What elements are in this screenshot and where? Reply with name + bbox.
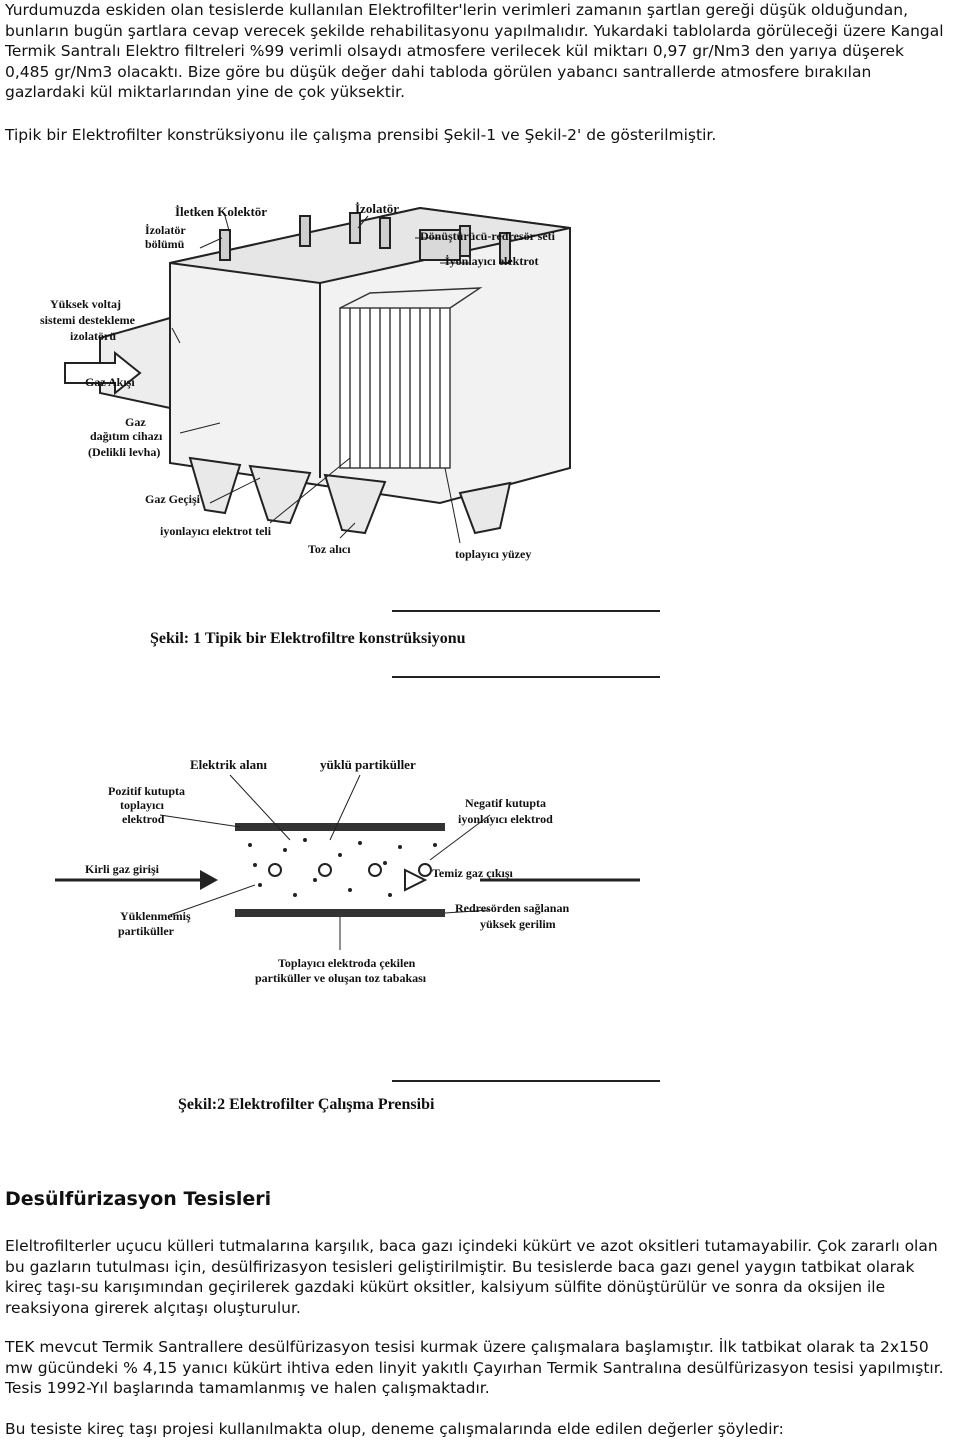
label-negatif-2: iyonlayıcı elektrod [458,812,553,826]
figure-2-caption: Şekil:2 Elektrofilter Çalışma Prensibi [178,1096,435,1113]
label-gaz-gecisi: Gaz Geçişi [145,492,201,506]
label-yuksek-1: Yüksek voltaj [50,297,121,311]
label-pozitif-2: toplayıcı [120,798,165,812]
label-gaz-dagitim-2: dağıtım cihazı [90,429,163,443]
label-toplayici-yuzey: toplayıcı yüzey [455,547,531,561]
collector-plate-bottom [235,909,445,917]
label-iyonlayici: İyonlayıcı elektrot [445,254,538,268]
label-izolator-bolumu-2: bölümü [145,237,185,251]
section-paragraph-3: Bu tesiste kireç taşı projesi kullanılma… [5,1420,784,1438]
section-heading: Desülfürizasyon Tesisleri [5,1188,272,1210]
label-pozitif-3: elektrod [122,812,165,826]
figure-2-working-principle: Elektrik alanı yüklü partiküller Pozitif… [55,757,640,985]
figure-1-electrofilter-construction: İletken Kolektör İzolatör İzolatör bölüm… [40,201,571,561]
label-negatif-1: Negatif kutupta [465,796,546,810]
label-yuksek-3: izolatörü [70,329,116,343]
section-paragraph-1: Eleltrofilterler uçucu külleri tutmaları… [5,1237,938,1317]
figure-2-top-rule [392,1080,660,1082]
figure-1-caption: Şekil: 1 Tipik bir Elektrofiltre konstrü… [150,630,466,647]
label-iyon-teli: iyonlayıcı elektrot teli [160,524,272,538]
inlet-arrow-icon [200,870,218,890]
intro-paragraph-2: Tipik bir Elektrofilter konstrüksiyonu i… [5,126,717,144]
label-yuklenmemis-1: Yüklenmemiş [120,909,191,923]
label-yuklu-partikuller: yüklü partiküller [320,757,416,772]
label-redresor-2: yüksek gerilim [480,917,556,931]
label-iletken-kolektor: İletken Kolektör [175,204,267,219]
label-toplayici-2: partiküller ve oluşan toz tabakası [255,971,427,985]
figure-1-bottom-rule [392,676,660,678]
label-pozitif-1: Pozitif kutupta [108,784,185,798]
label-toz-alici: Toz alıcı [308,542,351,556]
label-yuksek-2: sistemi destekleme [40,313,136,327]
label-temiz-gaz: Temiz gaz çıkışı [432,866,514,880]
label-elektrik-alani: Elektrik alanı [190,757,267,772]
ionizing-electrodes [268,863,432,877]
label-gaz-dagitim-1: Gaz [125,415,146,429]
label-yuklenmemis-2: partiküller [118,924,175,938]
label-redresor-1: Redresörden sağlanan [455,901,569,915]
section-paragraph-2: TEK mevcut Termik Santrallere desülfüriz… [5,1338,944,1397]
label-toplayici-1: Toplayıcı elektroda çekilen [278,956,416,970]
label-izolator: İzolatör [355,201,399,216]
label-gaz-akisi: Gaz Akışı [85,375,135,389]
label-kirli-gaz: Kirli gaz girişi [85,862,160,876]
label-donusturucu: Dönüştürücü-redresör seti [420,229,556,243]
figure-1-top-rule [392,610,660,612]
label-gaz-dagitim-3: (Delikli levha) [88,445,160,459]
label-izolator-bolumu-1: İzolatör [145,223,186,237]
intro-paragraph-1: Yurdumuzda eskiden olan tesislerde kulla… [5,1,944,101]
outlet-arrow-icon [404,868,428,892]
collector-plate-top [235,823,445,831]
